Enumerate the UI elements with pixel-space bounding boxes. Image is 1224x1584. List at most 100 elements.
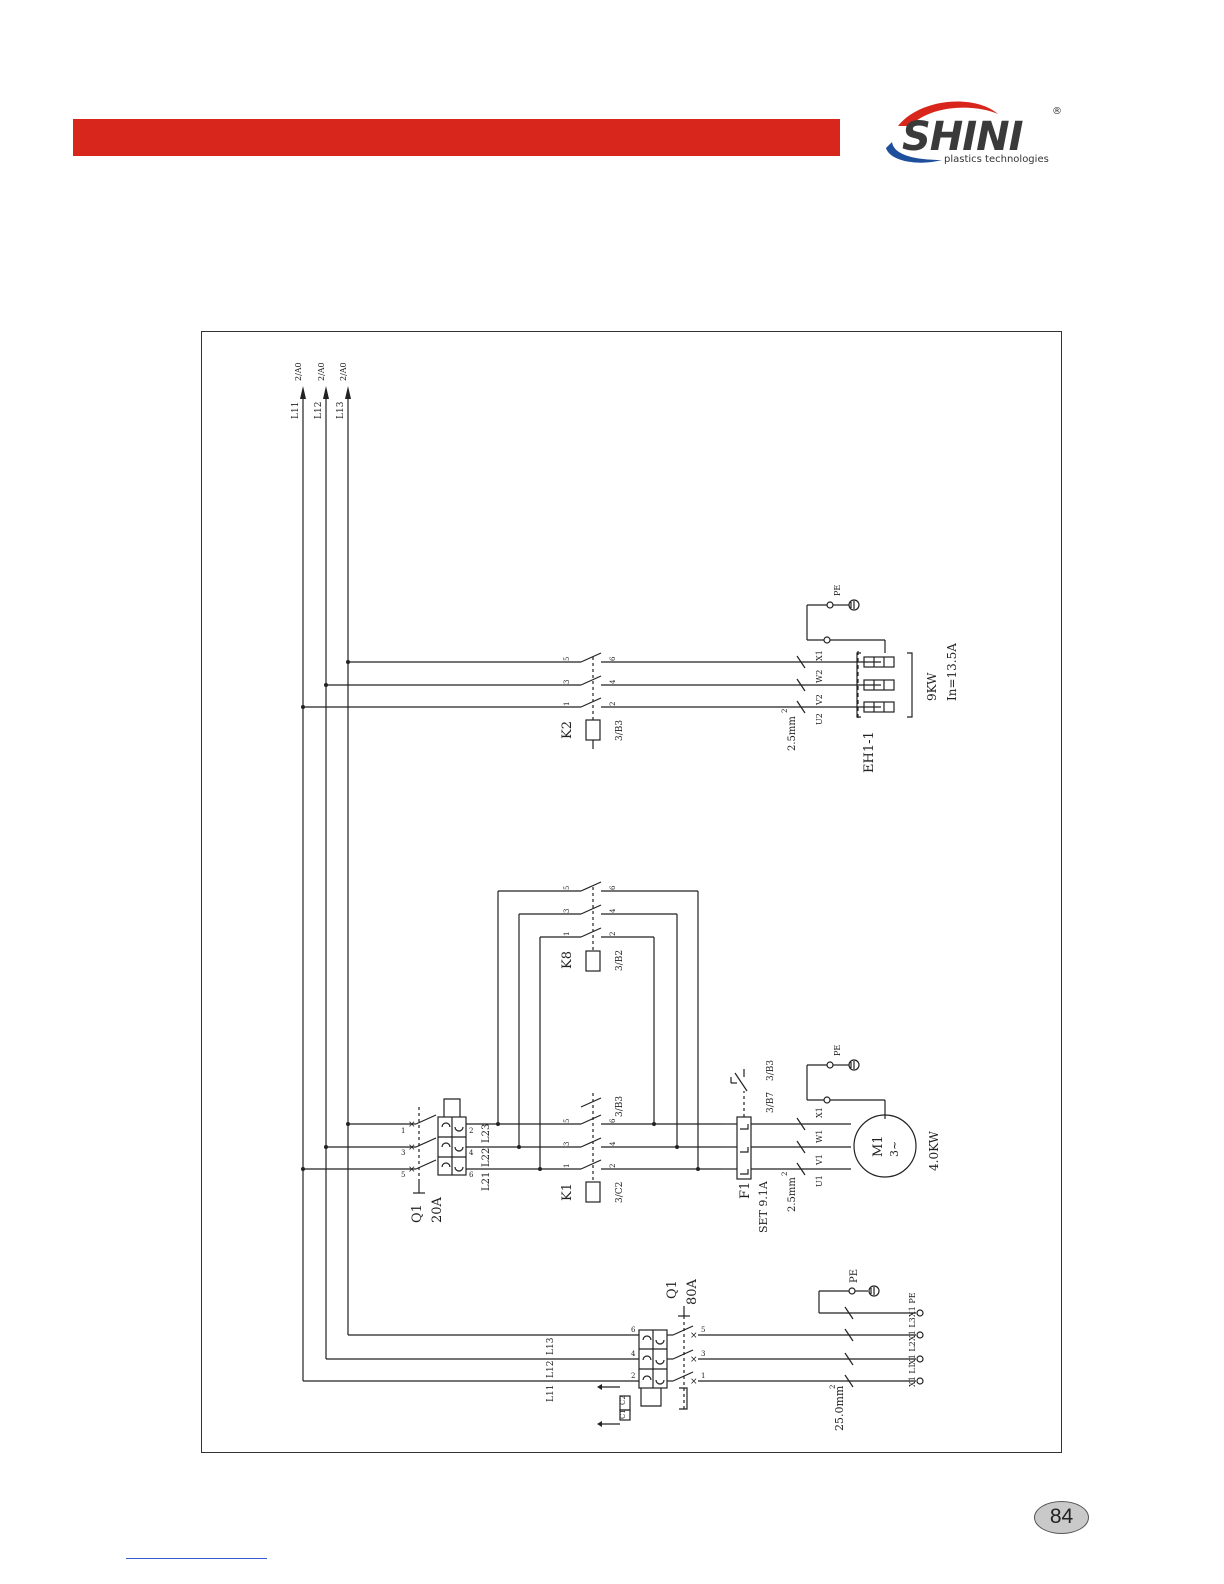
line-l22: L22	[481, 1148, 492, 1167]
k8-circuit: 5 3 1 6 4 2 K8 3/B2	[497, 881, 699, 1169]
svg-text:V1: V1	[815, 1154, 824, 1166]
k8-label: K8	[560, 951, 575, 969]
svg-text:U1: U1	[815, 1175, 824, 1187]
svg-text:4: 4	[609, 679, 617, 684]
bus-lines: L11 L12 L13 2/A0 2/A0 2/A0	[291, 362, 351, 1381]
motor-label: M1	[871, 1135, 886, 1157]
motor-phase: 3~	[888, 1141, 901, 1157]
bus-ref-1: 2/A0	[294, 362, 303, 381]
k2-label: K2	[560, 721, 575, 739]
q1-20a-rating: 20A	[430, 1196, 445, 1223]
svg-text:1: 1	[563, 1164, 571, 1168]
svg-text:L11: L11	[546, 1385, 556, 1402]
svg-text:3: 3	[401, 1149, 405, 1157]
shini-logo: SHINI plastics technologies ®	[886, 101, 1062, 165]
svg-text:U2: U2	[815, 713, 824, 725]
svg-text:W1: W1	[815, 1130, 824, 1143]
svg-text:4: 4	[631, 1350, 636, 1358]
heater-circuit: 5 3 1 6 4 2 K2 3/B3 2.5mm 2 X1 W2 V2 U2	[301, 585, 959, 773]
svg-text:×: ×	[690, 1331, 698, 1341]
k1-label: K1	[560, 1183, 575, 1201]
bus-label-l13: L13	[336, 401, 346, 419]
q1-80a-label: Q1	[665, 1280, 680, 1299]
arrow-icon	[300, 386, 306, 399]
k1-aux-ref: 3/B3	[615, 1096, 625, 1117]
logo-swoosh-blue	[886, 142, 942, 163]
ground-icon	[868, 1285, 880, 1297]
f1-ref-1: 3/B7	[766, 1092, 776, 1113]
svg-text:1: 1	[563, 702, 571, 706]
svg-text:3: 3	[563, 909, 571, 913]
f1-setting: SET 9.1A	[757, 1180, 770, 1233]
svg-text:1: 1	[563, 932, 571, 936]
svg-text:×: ×	[408, 1165, 416, 1175]
heater-pe-label: PE	[833, 585, 842, 596]
arrow-icon	[345, 386, 351, 399]
logo-tagline: plastics technologies	[944, 154, 1049, 165]
svg-text:×: ×	[408, 1143, 416, 1153]
svg-text:5: 5	[563, 1119, 571, 1123]
motor-cable-size: 2.5mm	[787, 1177, 798, 1212]
svg-text:5: 5	[563, 657, 571, 661]
heater-element	[863, 656, 895, 668]
motor-m1	[853, 1114, 917, 1178]
svg-text:1: 1	[401, 1127, 405, 1135]
svg-text:6: 6	[609, 656, 617, 661]
svg-text:C2: C2	[619, 1395, 627, 1405]
svg-text:2: 2	[609, 932, 617, 936]
svg-text:3: 3	[701, 1350, 705, 1358]
f1-ref-2: 3/B3	[766, 1060, 776, 1081]
svg-text:2: 2	[609, 1164, 617, 1168]
logo-registered-mark: ®	[1052, 106, 1062, 117]
svg-text:5: 5	[563, 886, 571, 890]
heater-power: 9KW	[925, 672, 939, 701]
svg-text:X1 PE: X1 PE	[908, 1292, 917, 1317]
f1-label: F1	[738, 1182, 753, 1199]
svg-text:X1: X1	[815, 650, 824, 661]
svg-text:×: ×	[690, 1355, 698, 1365]
k2-coil	[585, 719, 601, 741]
svg-text:4: 4	[609, 1141, 617, 1146]
heater-current: In=13.5A	[945, 643, 959, 701]
header-red-bar	[73, 119, 840, 156]
svg-text:6: 6	[631, 1326, 636, 1334]
logo-brand: SHINI	[902, 114, 1024, 160]
main-cable-size: 25.0mm	[833, 1385, 846, 1431]
k8-coil-ref: 3/B2	[615, 950, 625, 971]
svg-text:X1: X1	[815, 1107, 824, 1118]
bus-ref-3: 2/A0	[339, 362, 348, 381]
motor-pe-label: PE	[833, 1045, 842, 1056]
svg-text:1: 1	[701, 1372, 705, 1380]
svg-text:6: 6	[469, 1171, 474, 1179]
svg-text:W2: W2	[815, 670, 824, 683]
svg-text:6: 6	[609, 1118, 617, 1123]
ground-icon	[848, 1059, 860, 1071]
heater-cable-size: 2.5mm	[787, 716, 798, 751]
ground-icon	[848, 599, 860, 611]
heater-cable-exponent: 2	[781, 709, 789, 713]
k8-coil	[585, 950, 601, 972]
bus-label-l12: L12	[314, 402, 324, 419]
k1-coil-ref: 3/C2	[615, 1182, 625, 1203]
k1-coil	[585, 1181, 601, 1203]
heater-label: EH1-1	[862, 731, 877, 773]
line-l23: L23	[481, 1124, 492, 1143]
diagram-frame	[201, 331, 1062, 1453]
svg-text:2: 2	[469, 1127, 473, 1135]
heater-element	[863, 701, 895, 713]
svg-text:×: ×	[408, 1120, 416, 1130]
svg-text:X1 L1: X1 L1	[908, 1363, 917, 1387]
svg-text:5: 5	[401, 1171, 405, 1179]
svg-text:6: 6	[609, 885, 617, 890]
svg-text:4: 4	[609, 908, 617, 913]
overload-relay-f1	[736, 1116, 752, 1180]
main-pe-label: PE	[849, 1269, 860, 1283]
electrical-schematic: L11 L12 L13 2/A0 2/A0 2/A0 5 3 1	[291, 362, 959, 1431]
svg-text:×: ×	[690, 1377, 698, 1387]
logo-swoosh-red	[898, 101, 998, 126]
motor-circuit: ××× 1 3 5 2 4 6 L23 L22 L21 Q1 20A	[301, 1045, 941, 1233]
q1-20a-label: Q1	[410, 1204, 425, 1223]
main-cable-exponent: 2	[829, 1385, 837, 1389]
svg-text:L13: L13	[546, 1337, 556, 1355]
svg-text:X1 L2: X1 L2	[908, 1341, 917, 1365]
